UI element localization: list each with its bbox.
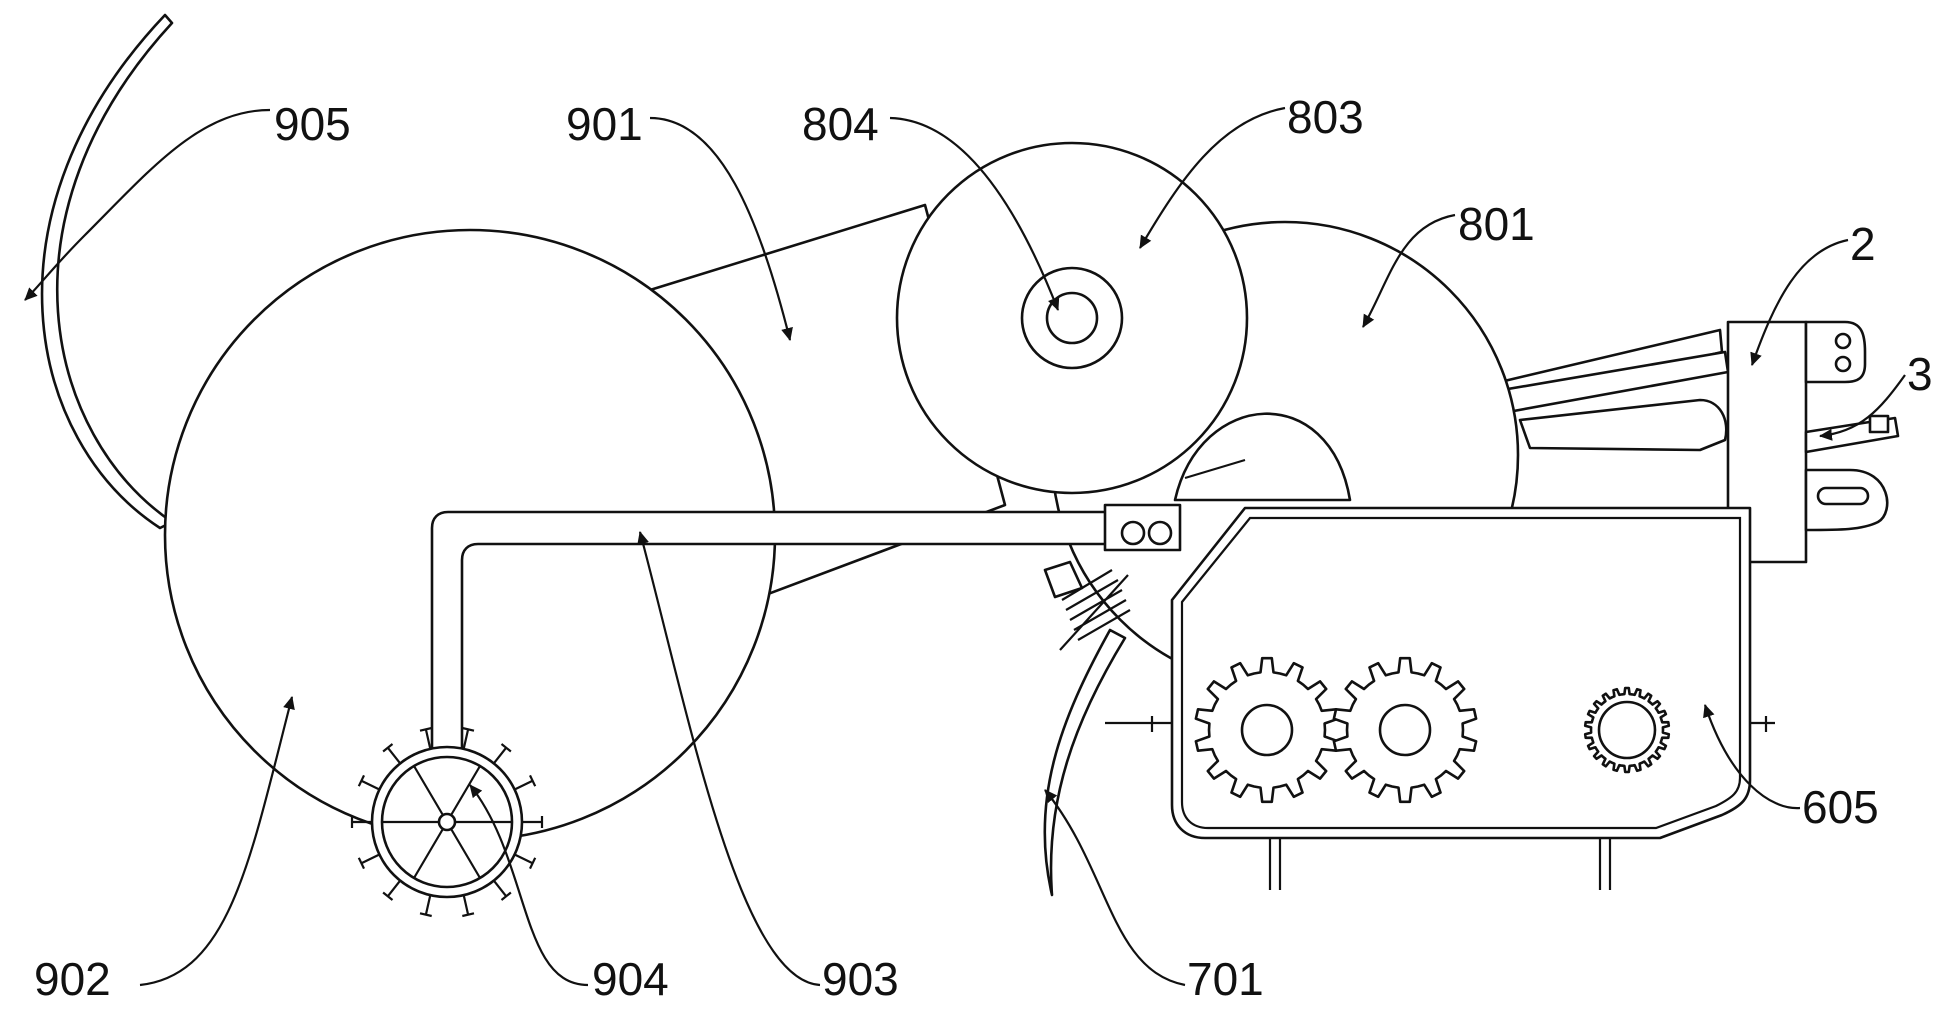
label-901: 901: [566, 98, 643, 150]
spike: [419, 894, 432, 918]
spike: [492, 879, 512, 901]
label-3: 3: [1907, 348, 1933, 400]
label-903: 903: [822, 953, 899, 1005]
wheel-axle: [1045, 291, 1099, 345]
mount-slot: [1816, 486, 1870, 506]
label-701: 701: [1187, 953, 1264, 1005]
hitch-arm: [1518, 398, 1728, 452]
spiked-wheel: [350, 726, 544, 918]
leader-lines: [24, 106, 1906, 987]
label-605: 605: [1802, 781, 1879, 833]
label-804: 804: [802, 98, 879, 150]
spike: [357, 853, 380, 870]
label-2: 2: [1850, 218, 1876, 270]
label-803: 803: [1287, 91, 1364, 143]
mount-tab: [1804, 320, 1867, 384]
spike: [514, 853, 537, 870]
gear-middle: [1332, 656, 1478, 804]
box-feet: [1268, 838, 1612, 890]
spike: [382, 743, 402, 765]
spike: [514, 774, 537, 791]
spike: [492, 743, 512, 765]
spring-assembly: [1043, 560, 1131, 651]
label-904: 904: [592, 953, 669, 1005]
label-902: 902: [34, 953, 111, 1005]
label-801: 801: [1458, 198, 1535, 250]
spike: [522, 816, 544, 828]
spike: [419, 726, 432, 750]
spike: [357, 774, 380, 791]
label-905: 905: [274, 98, 351, 150]
gear-left: [1194, 656, 1340, 804]
gear-small: [1583, 686, 1671, 774]
spike: [350, 816, 372, 828]
spike: [462, 894, 475, 918]
scraper-blade: [1043, 628, 1127, 897]
disc-hub: [1173, 412, 1352, 502]
soil-guard-arc: [40, 13, 174, 530]
spike: [462, 726, 475, 750]
spike: [382, 879, 402, 901]
